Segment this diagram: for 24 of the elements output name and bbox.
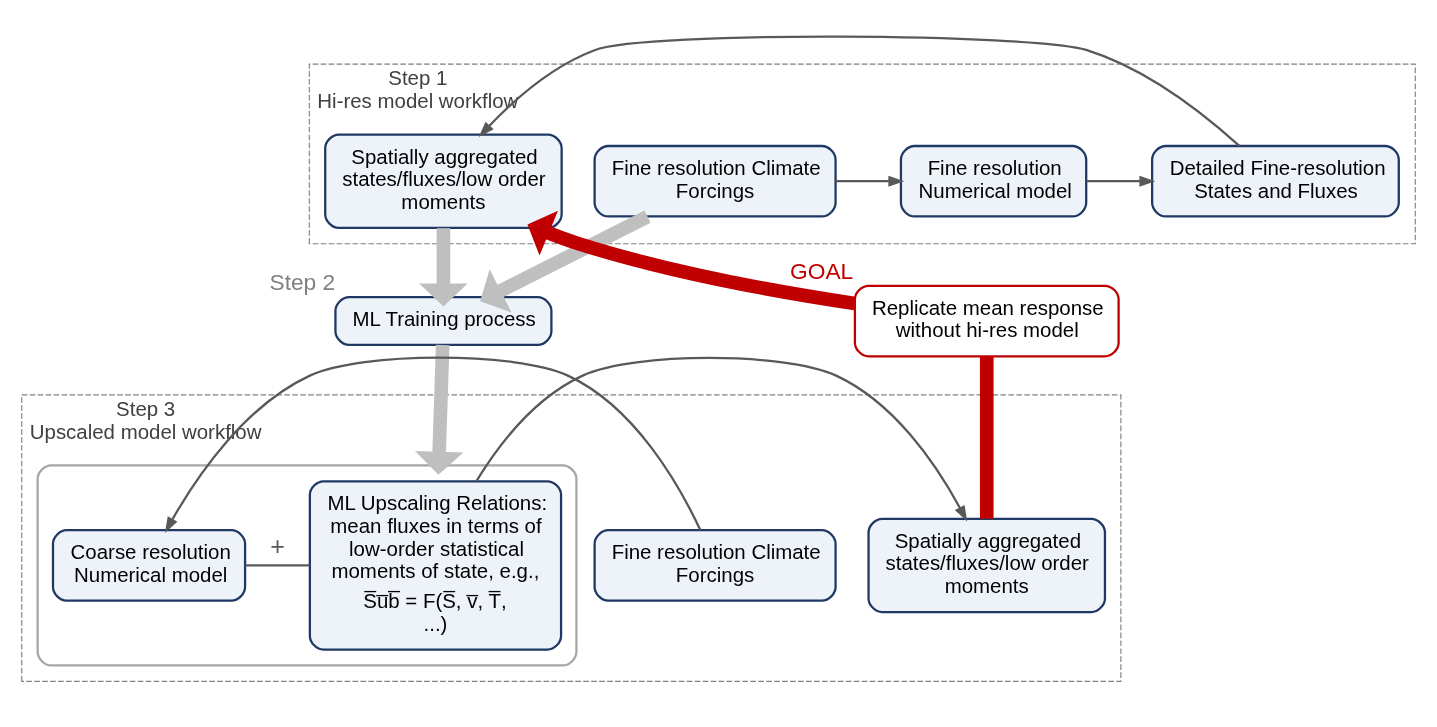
- node-box: Spatially aggregated states/fluxes/low order moments: [867, 517, 1107, 614]
- node-box: Detailed Fine-resolution States and Fluxes: [1151, 144, 1400, 218]
- arrow: [475, 356, 968, 522]
- connector: [979, 356, 994, 519]
- arrow: [1086, 175, 1156, 187]
- node-box: Coarse resolution Numerical model: [51, 529, 247, 602]
- arrow: [415, 344, 464, 475]
- arrow: [419, 228, 468, 307]
- arrow: [835, 175, 905, 187]
- edge-label: +: [270, 531, 285, 560]
- arrow: [527, 210, 856, 311]
- node-box: Fine resolution Climate Forcings: [593, 144, 837, 218]
- connector: [245, 564, 310, 567]
- node-box: Fine resolution Climate Forcings: [593, 529, 837, 602]
- cluster: [36, 464, 578, 667]
- node-box: Replicate mean response without hi-res model: [853, 284, 1120, 358]
- node-box: ML Upscaling Relations: mean fluxes in terms of low-order statistical moments of state, e.g., S̅u̅b̅ = F(S̅, v̅, T̅, ...): [308, 480, 563, 651]
- node-label: GOAL: [790, 257, 854, 284]
- node-label: Step 2: [269, 269, 336, 296]
- node-box: ML Training process: [334, 296, 553, 347]
- node-box: Spatially aggregated states/fluxes/low order moments: [324, 133, 563, 229]
- node-box: Fine resolution Numerical model: [899, 144, 1088, 218]
- arrow: [478, 35, 1241, 147]
- arrow: [164, 356, 702, 533]
